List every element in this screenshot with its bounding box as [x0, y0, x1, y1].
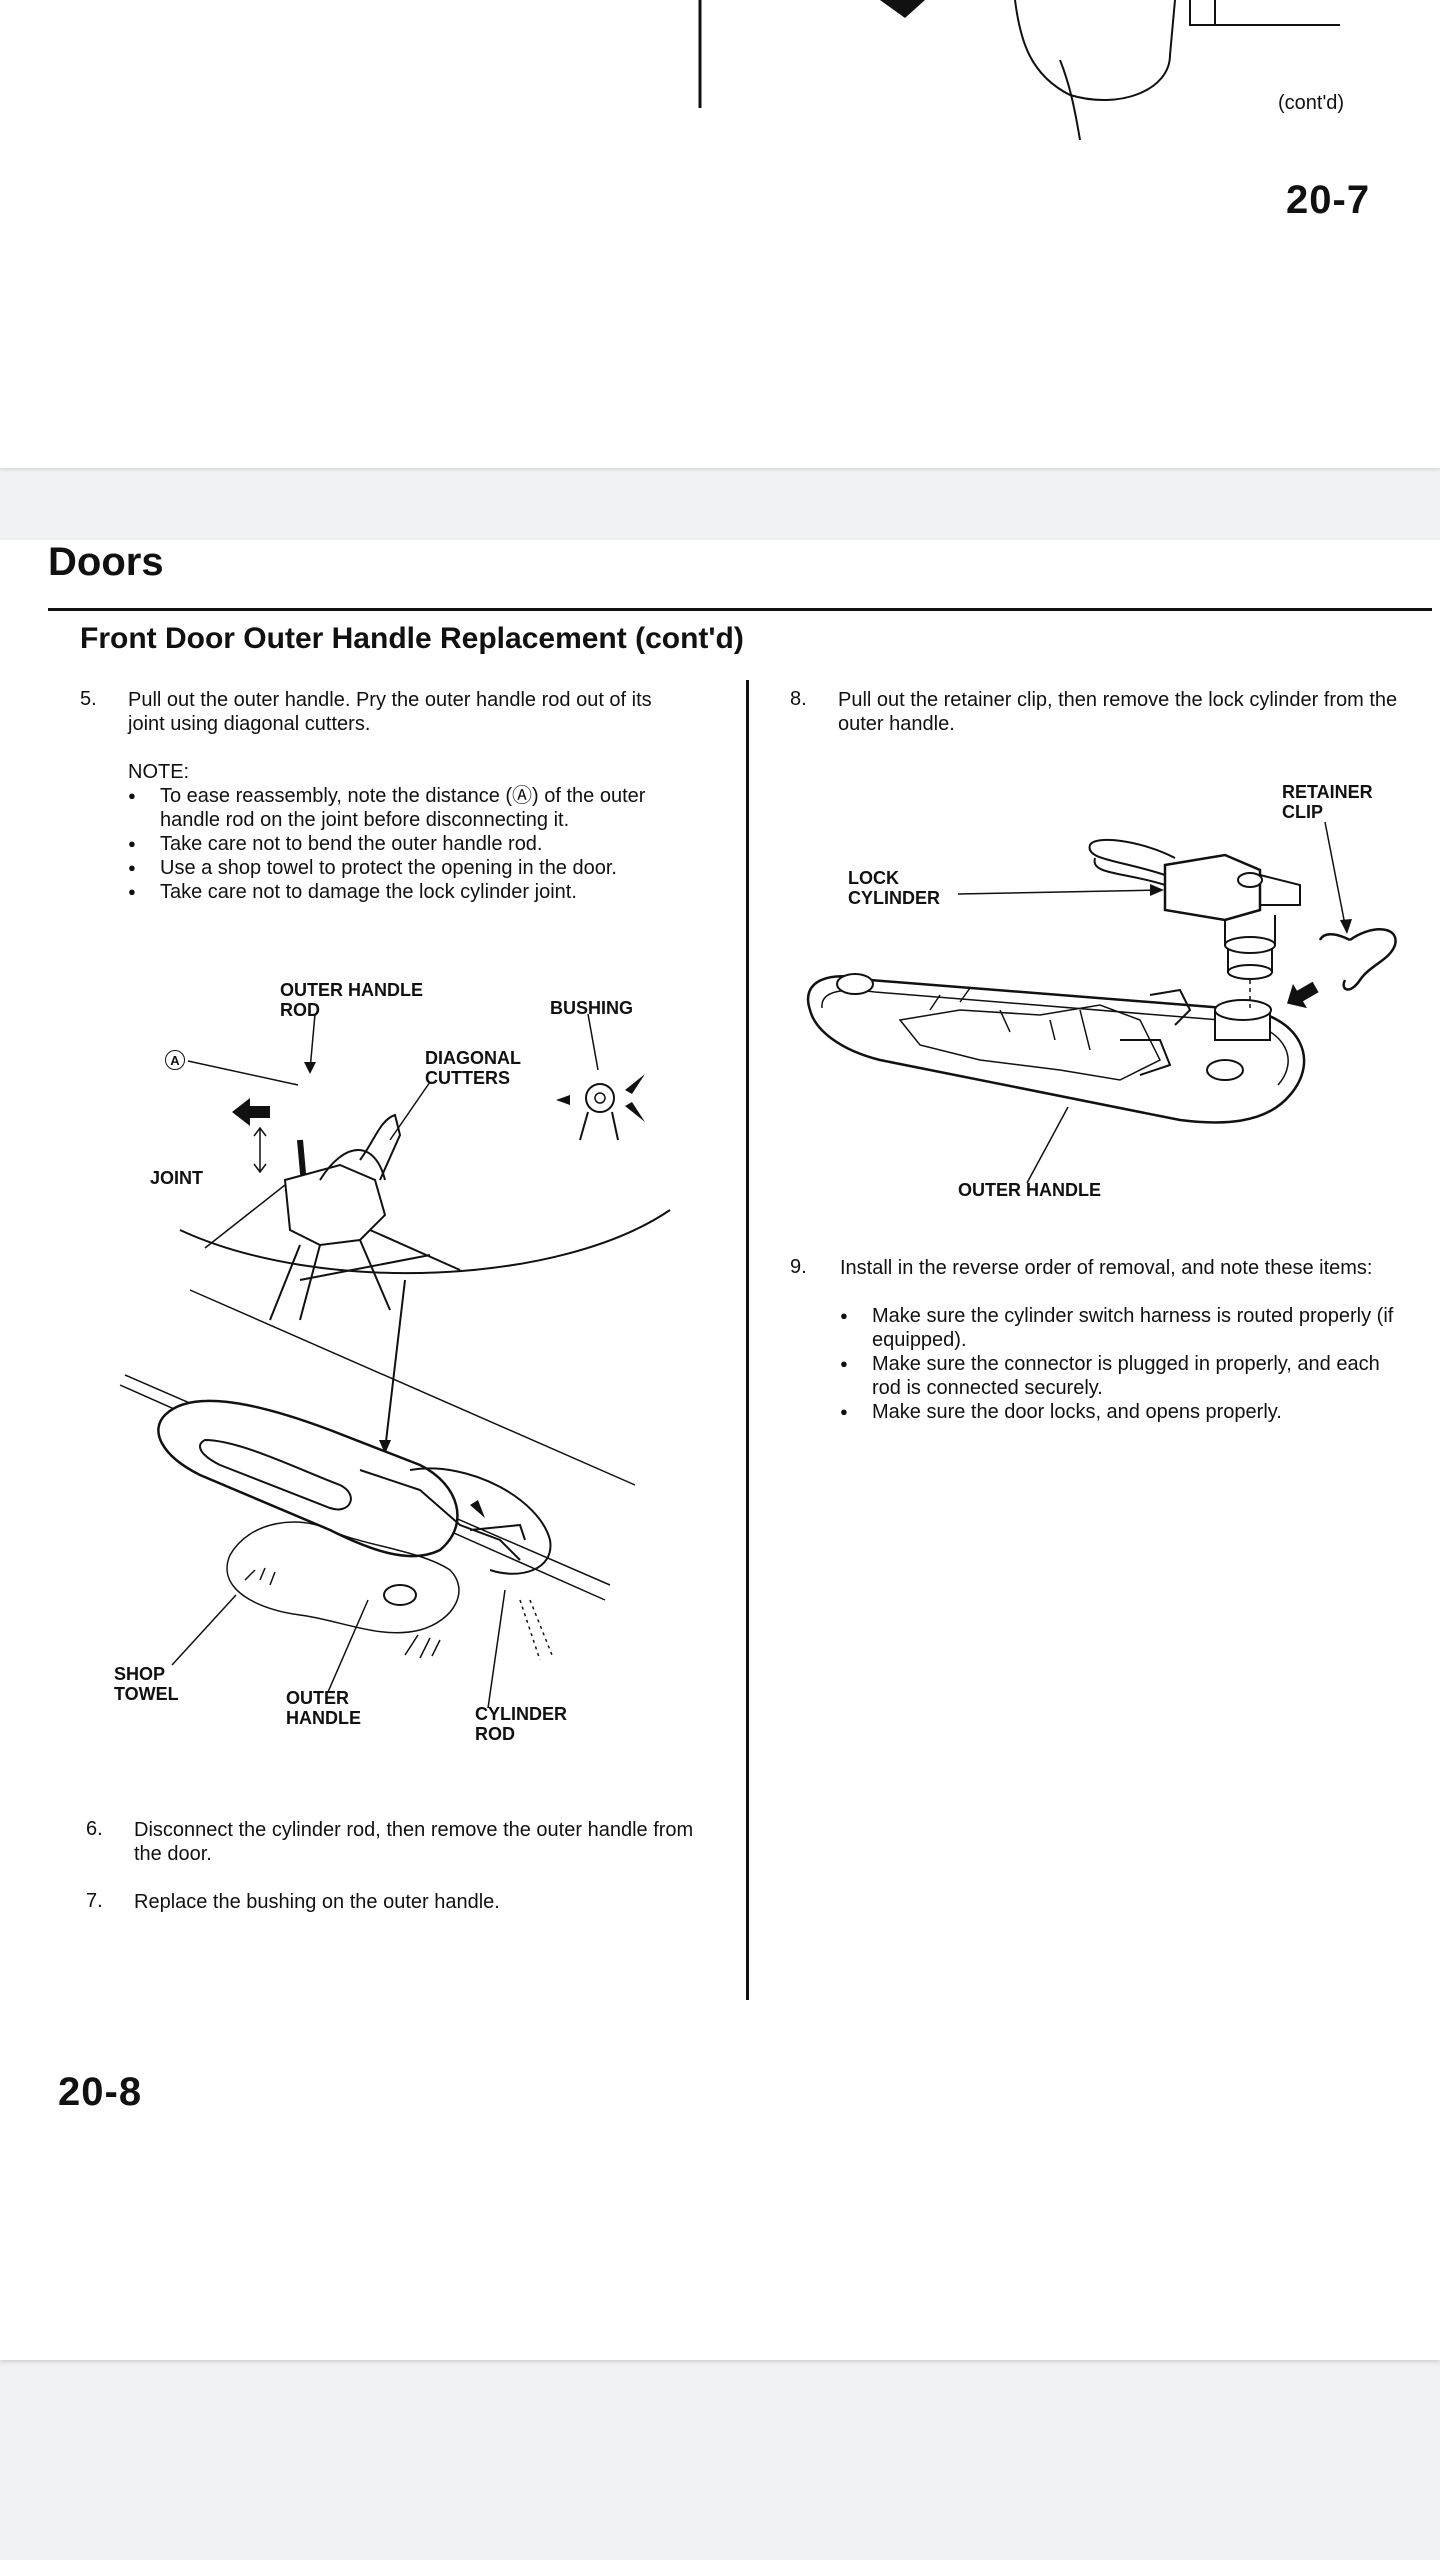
title-rule [48, 608, 1432, 611]
label-line: SHOP [114, 1664, 166, 1684]
lock-cylinder-removal-figure [806, 821, 1397, 1184]
note-label: NOTE: [128, 761, 190, 783]
label-line: OUTER [286, 1688, 349, 1708]
section-title: Doors [48, 540, 164, 584]
step-6-text: Disconnect the cylinder rod, then remove… [134, 1819, 694, 1865]
step-9-number: 9. [790, 1256, 807, 1278]
step-9-item: Make sure the connector is plugged in pr… [840, 1352, 1410, 1400]
notes-list: To ease reassembly, note the distance (Ⓐ… [128, 784, 698, 904]
page-number-20-8: 20-8 [58, 2070, 143, 2114]
step-7-text: Replace the bushing on the outer handle. [134, 1891, 500, 1913]
step-8-text: Pull out the retainer clip, then remove … [838, 689, 1398, 735]
step-9-item: Make sure the cylinder switch harness is… [840, 1304, 1410, 1352]
label-lock-cylinder: LOCK CYLINDER [848, 868, 940, 908]
label-line: CUTTERS [425, 1068, 510, 1088]
label-shop-towel: SHOP TOWEL [114, 1664, 179, 1704]
label-outer-handle-rod: OUTER HANDLE ROD [280, 980, 423, 1020]
label-line: ROD [280, 1000, 320, 1020]
column-divider [746, 680, 749, 2000]
note-item: Take care not to damage the lock cylinde… [128, 880, 698, 904]
page-subtitle: Front Door Outer Handle Replacement (con… [80, 622, 744, 655]
note-item: Use a shop towel to protect the opening … [128, 856, 698, 880]
note-item: Take care not to bend the outer handle r… [128, 832, 698, 856]
label-cylinder-rod: CYLINDER ROD [475, 1704, 567, 1744]
previous-page: (cont'd) 20-7 [0, 0, 1440, 468]
dimension-a-marker: A [165, 1050, 185, 1070]
label-line: DIAGONAL [425, 1048, 521, 1068]
outer-handle-removal-figure [119, 1013, 671, 1709]
step-8-number: 8. [790, 688, 807, 710]
label-bushing: BUSHING [550, 998, 634, 1018]
label-line: ROD [475, 1724, 515, 1744]
label-diagonal-cutters: DIAGONAL CUTTERS [425, 1048, 521, 1088]
label-retainer-clip: RETAINER CLIP [1282, 782, 1373, 822]
note-item: To ease reassembly, note the distance (Ⓐ… [128, 784, 698, 832]
prev-page-figure-fragment [698, 0, 1340, 141]
label-line: HANDLE [286, 1708, 361, 1728]
label-line: RETAINER [1282, 782, 1373, 802]
label-line: CLIP [1282, 802, 1324, 822]
step-7-number: 7. [86, 1890, 103, 1912]
step-9-items: Make sure the cylinder switch harness is… [840, 1304, 1410, 1424]
step-9-item: Make sure the door locks, and opens prop… [840, 1400, 1410, 1424]
label-line: TOWEL [114, 1684, 179, 1704]
label-outer-handle-right: OUTER HANDLE [958, 1180, 1101, 1200]
step-5-number: 5. [80, 688, 97, 710]
current-page: Doors Front Door Outer Handle Replacemen… [0, 540, 1440, 2360]
label-joint: JOINT [150, 1168, 204, 1188]
step-6-number: 6. [86, 1818, 103, 1840]
step-5-text: Pull out the outer handle. Pry the outer… [128, 689, 652, 735]
label-line: LOCK [848, 868, 899, 888]
label-line: CYLINDER [475, 1704, 568, 1724]
page-number-20-7: 20-7 [1286, 178, 1371, 222]
continued-label: (cont'd) [1278, 92, 1345, 114]
step-9-text: Install in the reverse order of removal,… [840, 1257, 1373, 1279]
label-line: CYLINDER [848, 888, 941, 908]
label-line: OUTER HANDLE [280, 980, 423, 1000]
label-outer-handle: OUTER HANDLE [286, 1688, 361, 1728]
